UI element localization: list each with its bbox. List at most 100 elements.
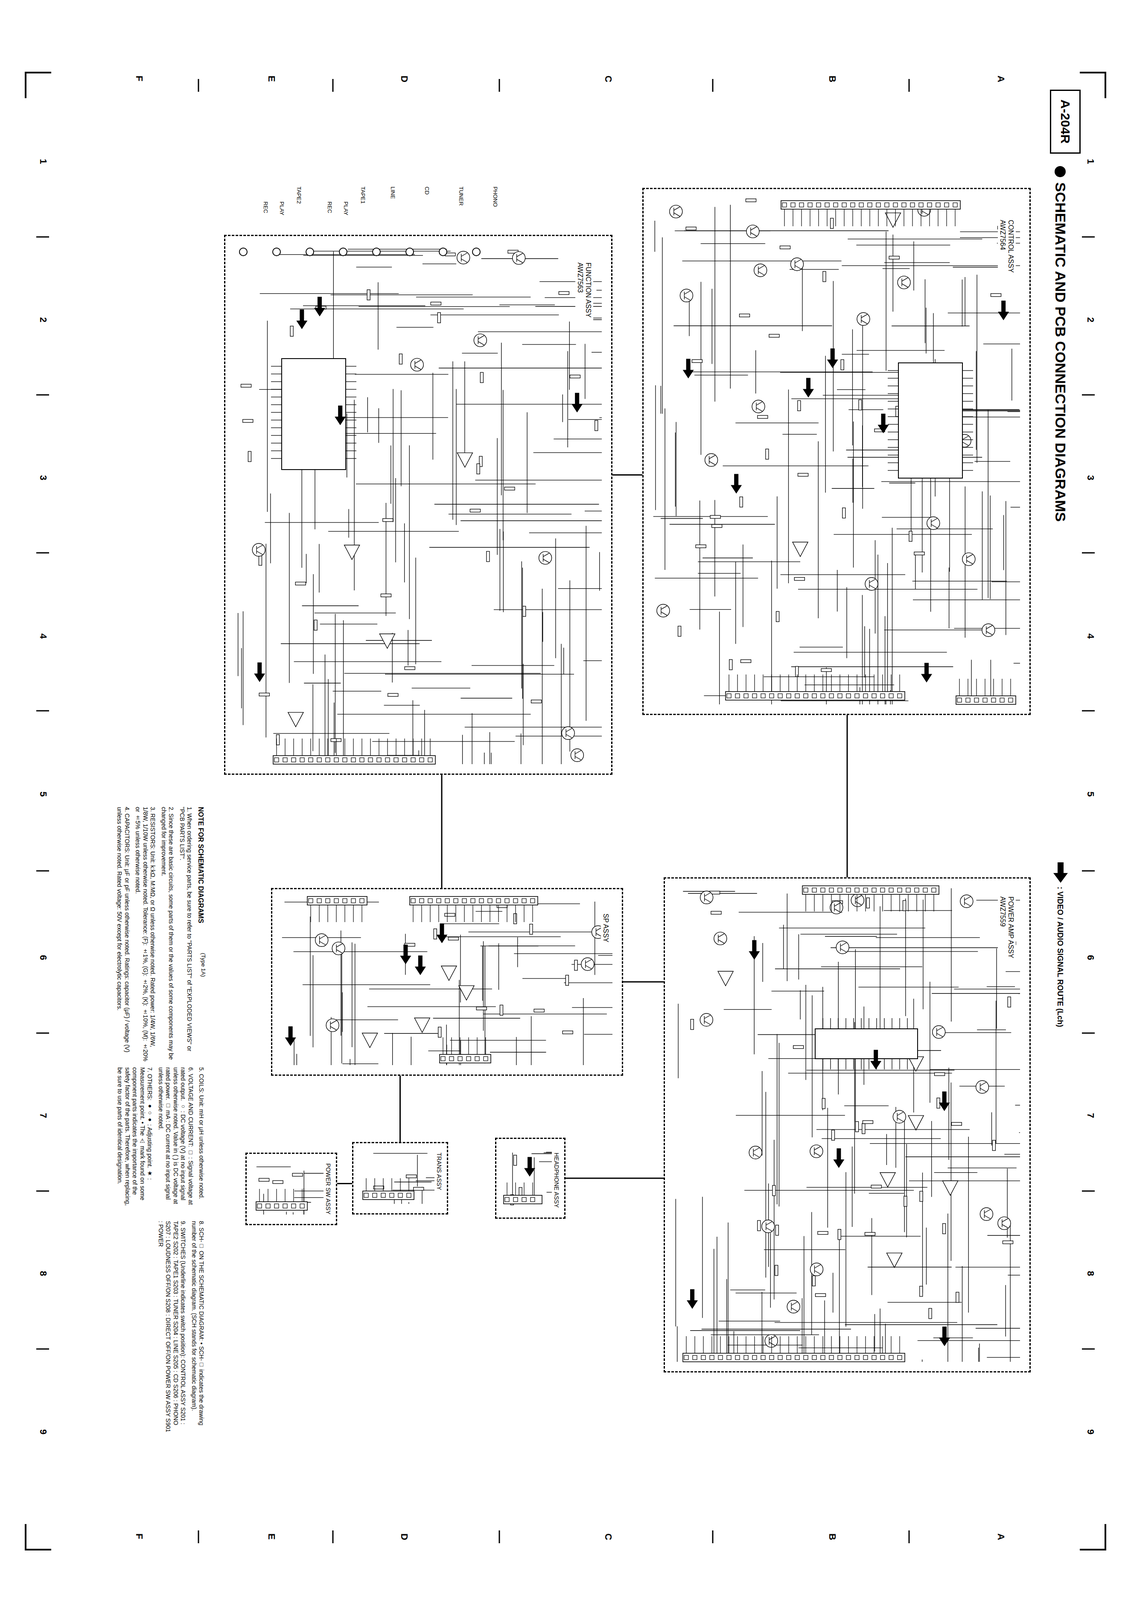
wire: [806, 1186, 928, 1188]
strip-lead: [506, 1182, 508, 1196]
wire: [337, 714, 531, 715]
corner-mark: [1079, 1523, 1106, 1550]
wire: [303, 1172, 327, 1174]
wire: [344, 673, 541, 674]
grid-reference: C: [601, 74, 615, 84]
note-text: 8. SCH-□ ON THE SCHEMATIC DIAGRAM: • SCH…: [189, 1220, 205, 1435]
strip-lead: [813, 1335, 815, 1353]
page-frame: [25, 72, 1106, 1550]
transistor-body: [512, 251, 526, 265]
wire: [881, 516, 930, 518]
ic-symbol: [887, 362, 974, 479]
strip-pin: [863, 887, 868, 892]
wire: [976, 1029, 1006, 1030]
strip-pin: [812, 1355, 817, 1360]
wire: [931, 993, 1021, 994]
wire: [395, 478, 396, 563]
ic-pin: [345, 427, 357, 428]
ic-pin: [271, 411, 282, 413]
wire: [986, 1356, 1021, 1358]
wire: [867, 1266, 952, 1268]
signal-arrow: [682, 358, 694, 379]
wire: [983, 343, 1021, 344]
transistor-body: [679, 288, 693, 302]
strip-pin: [743, 693, 749, 698]
resistor-symbol: [529, 924, 533, 935]
strip-pin: [769, 1355, 774, 1360]
wire: [851, 1146, 853, 1227]
wire: [775, 968, 901, 969]
ic-pin: [962, 385, 974, 386]
wire: [569, 321, 570, 390]
strip-lead: [310, 738, 311, 756]
strip-lead: [822, 674, 823, 692]
transistor-body: [926, 516, 940, 530]
wire: [521, 343, 576, 345]
wire: [868, 1192, 904, 1194]
wire: [675, 432, 676, 507]
input-jack: [372, 247, 381, 256]
transistor-symbol: [410, 358, 424, 371]
wire: [853, 421, 854, 568]
wire: [1007, 411, 1021, 412]
wire: [320, 623, 378, 624]
note-text: 6. VOLTAGE AND CURRENT: □ : Signal volta…: [156, 1066, 195, 1208]
signal-arrow: [285, 1026, 297, 1046]
strip-pin: [1008, 697, 1013, 703]
wire: [314, 612, 397, 613]
strip-lead: [809, 209, 811, 227]
ic-pin: [271, 427, 282, 428]
wire: [929, 1069, 1021, 1070]
wire: [877, 554, 878, 705]
signal-arrow: [436, 923, 448, 943]
strip-pin: [317, 757, 322, 762]
strip-body: [439, 1054, 491, 1063]
strip-pin: [684, 1355, 689, 1360]
wire: [654, 577, 758, 579]
wire: [778, 1042, 780, 1207]
title-bullet: [1054, 166, 1066, 178]
ic-pin: [271, 373, 282, 374]
strip-lead: [284, 1188, 286, 1202]
wire: [313, 574, 314, 674]
ic-pin: [845, 1017, 846, 1029]
strip-pin: [457, 1056, 463, 1061]
wire: [452, 361, 453, 520]
strip-pin: [871, 887, 877, 892]
strip-lead: [860, 209, 862, 227]
strip-pin: [897, 887, 902, 892]
wire: [774, 1321, 958, 1323]
wire: [934, 1171, 978, 1173]
strip-pin: [914, 887, 919, 892]
strip-lead: [890, 894, 892, 912]
strip-lead: [959, 678, 960, 696]
resistor-symbol: [798, 473, 809, 477]
transistor-leads: [461, 252, 468, 263]
strip-pin: [923, 887, 928, 892]
transistor-body: [851, 893, 864, 907]
connector-strip: [439, 1037, 491, 1063]
strip-lead: [937, 209, 939, 227]
circuit-art: [256, 1166, 327, 1215]
strip-lead: [737, 1335, 738, 1353]
grid-reference: 7: [1084, 1111, 1097, 1119]
wire: [887, 562, 888, 693]
resistor-symbol: [765, 448, 769, 460]
strip-lead: [822, 1335, 823, 1353]
wire: [922, 1172, 923, 1293]
transistor-leads: [753, 1147, 760, 1158]
strip-lead: [378, 738, 379, 756]
strip-lead: [903, 209, 904, 227]
wire: [285, 1211, 287, 1215]
signal-arrow: [334, 405, 346, 426]
wire: [464, 726, 602, 728]
wire: [349, 1058, 351, 1065]
wire: [735, 561, 736, 644]
opamp-symbol: [942, 1180, 959, 1196]
transistor-body: [752, 399, 765, 413]
transistor-body: [764, 1334, 778, 1347]
wire: [335, 613, 336, 753]
wire: [489, 731, 490, 764]
wire: [378, 408, 379, 443]
strip-pin: [317, 898, 322, 903]
